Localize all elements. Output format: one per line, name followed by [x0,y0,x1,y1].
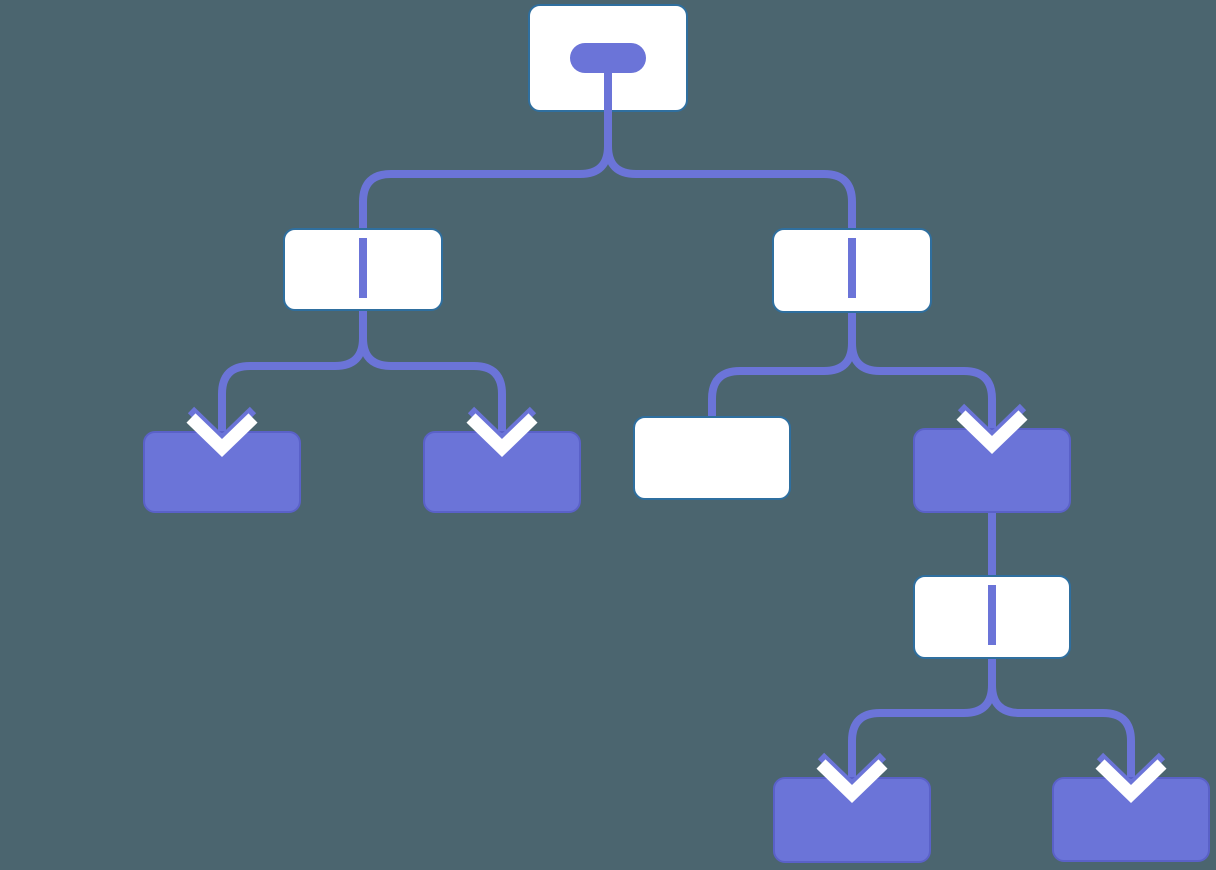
leaf-node-purple-4[interactable] [1052,777,1210,862]
leaf-node-purple-2[interactable] [423,431,581,513]
connector-edge [988,659,1135,779]
mid-node-purple[interactable] [913,428,1071,513]
leaf-node-purple-1[interactable] [143,431,301,513]
connector-edge [604,112,856,230]
divider-bar-icon [359,238,367,298]
leaf-node-purple-3[interactable] [773,777,931,863]
connector-edge [359,112,612,230]
divider-bar-icon [988,585,996,645]
root-node[interactable] [528,4,688,112]
divider-bar-icon [848,238,856,298]
branch-node-bottom[interactable] [913,575,1071,659]
connector-edge [359,311,506,433]
connector-edge [218,311,367,433]
branch-node-right[interactable] [772,228,932,313]
leaf-node-white[interactable] [633,416,791,500]
connector-edge [848,659,996,779]
connector-edge [708,313,856,418]
pill-stem [604,71,612,112]
branch-node-left[interactable] [283,228,443,311]
pill-icon [570,43,646,73]
connector-edge [848,313,996,430]
